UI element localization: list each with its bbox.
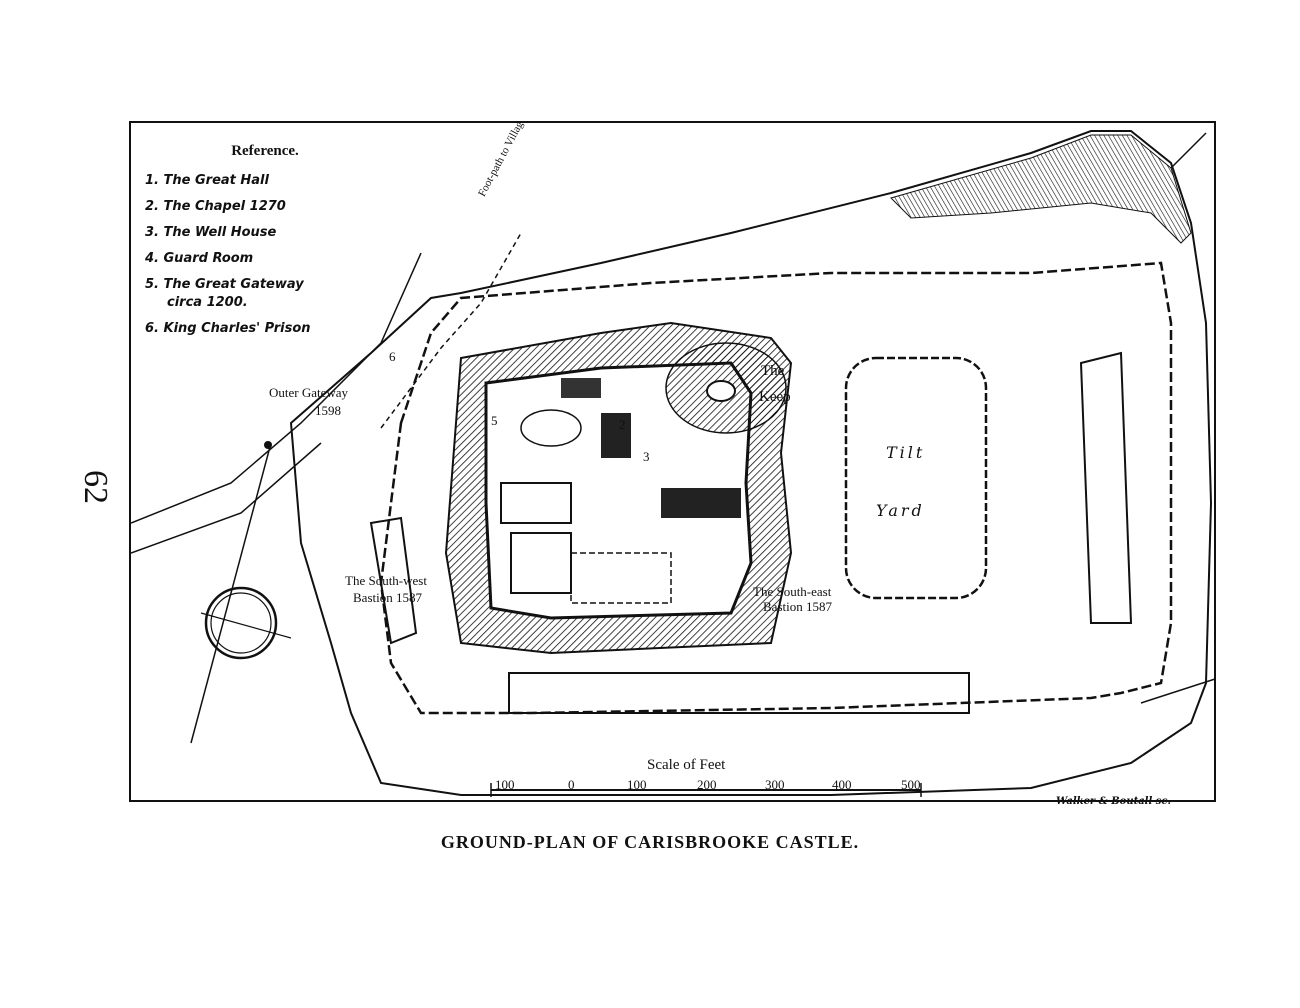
tilt-yard [844, 356, 988, 600]
keep [706, 380, 736, 402]
compass-needle [190, 442, 272, 744]
map-frame: Reference. 1. The Great Hall 2. The Chap… [129, 121, 1216, 802]
east-bastion [1079, 351, 1133, 624]
reference-item: 4. Guard Room [145, 251, 254, 266]
scale-tick: 100 [495, 777, 515, 792]
page-number: 62 [77, 470, 114, 504]
reference-key: Reference. 1. The Great Hall 2. The Chap… [145, 143, 365, 342]
building-chapel [561, 378, 601, 398]
engraver-credit: Walker & Boutall sc. [1056, 796, 1171, 807]
well-court [520, 409, 582, 447]
scale-tick: 100 [627, 777, 647, 792]
reference-title: Reference. [231, 143, 299, 159]
scale-tick: 500 [901, 777, 921, 792]
outer-earthwork [289, 130, 1213, 796]
scale-tick: 0 [568, 777, 575, 792]
label-yard: Yard [876, 501, 925, 520]
label-sw-bastion-2: Bastion 1587 [353, 590, 422, 605]
scale-tick: 200 [697, 777, 717, 792]
west-bastion [369, 516, 418, 645]
label-num-5: 5 [491, 413, 498, 428]
label-num-6: 6 [389, 349, 396, 364]
building-court-3 [570, 552, 672, 604]
castle-plan-drawing [131, 130, 1214, 797]
label-outer-gateway-year: 1598 [315, 403, 341, 418]
label-outer-gateway: Outer Gateway [269, 385, 349, 400]
road-bottom-right [1140, 678, 1214, 704]
label-keep-2: Keep [759, 389, 791, 405]
reference-item: 6. King Charles' Prison [145, 321, 311, 336]
footpath-line [380, 232, 522, 429]
label-tilt: Tilt [886, 443, 926, 462]
label-se-bastion-2: Bastion 1587 [763, 599, 832, 614]
north-bank-hatch [890, 134, 1192, 244]
figure-caption: GROUND-PLAN OF CARISBROOKE CASTLE. [440, 832, 860, 852]
building-range [661, 488, 741, 518]
building-court-1 [500, 482, 572, 524]
scale-title: Scale of Feet [647, 757, 726, 773]
label-se-bastion-1: The South-east [753, 584, 832, 599]
reference-item: circa 1200. [167, 295, 248, 310]
road-left-2 [131, 442, 322, 554]
scale-tick: 300 [765, 777, 785, 792]
south-rampart [508, 672, 970, 714]
road-left [131, 252, 422, 524]
reference-item: 1. The Great Hall [145, 173, 269, 188]
reference-item: 2. The Chapel 1270 [145, 199, 286, 214]
reference-item: 5. The Great Gateway [145, 277, 304, 292]
scale-tick: 400 [832, 777, 852, 792]
label-sw-bastion-1: The South-west [345, 573, 427, 588]
outer-rampart [379, 261, 1173, 715]
building-great-hall [601, 413, 631, 458]
label-num-3: 3 [643, 449, 650, 464]
label-keep-1: The [761, 363, 785, 379]
reference-item: 3. The Well House [145, 225, 277, 240]
label-num-2: 2 [619, 417, 626, 432]
compass-circle [204, 586, 278, 660]
road-right [1170, 132, 1207, 169]
